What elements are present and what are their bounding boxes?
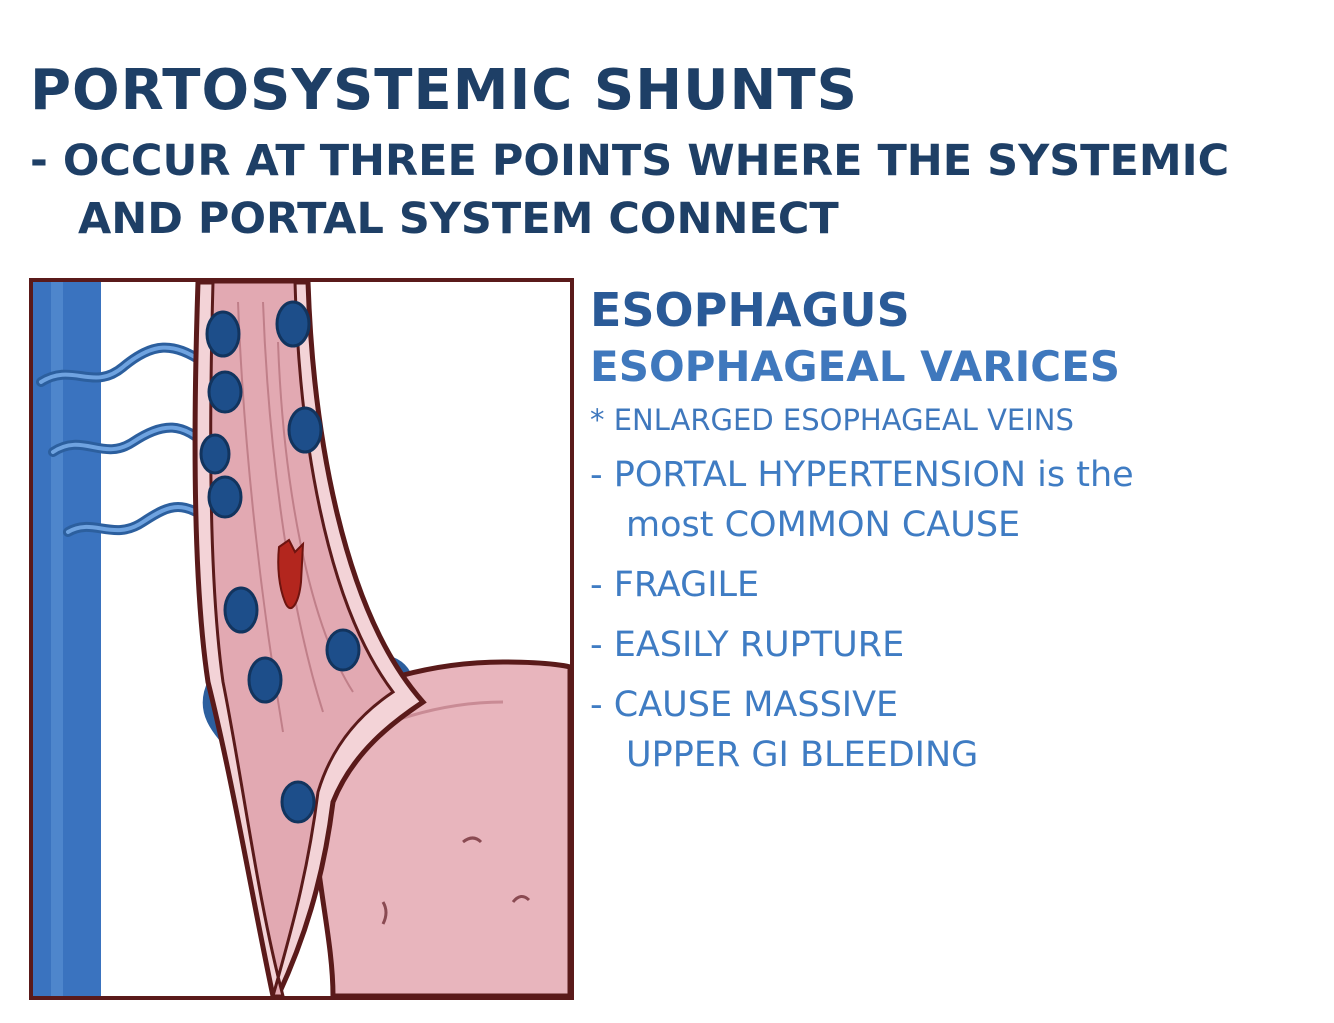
bullet-item: - EASILY RUPTURE bbox=[590, 620, 1134, 670]
varix bbox=[205, 310, 241, 358]
esophagus-illustration bbox=[29, 278, 574, 1000]
stomach-crease bbox=[511, 895, 531, 903]
page-title: PORTOSYSTEMIC SHUNTS bbox=[30, 58, 858, 123]
definition-note: * ENLARGED ESOPHAGEAL VEINS bbox=[590, 403, 1074, 437]
bullet-text: - CAUSE MASSIVE bbox=[590, 685, 899, 725]
notes-panel: ESOPHAGUS ESOPHAGEAL VARICES * ENLARGED … bbox=[590, 282, 1134, 780]
varix bbox=[207, 475, 243, 519]
subtitle-line-1: - OCCUR AT THREE POINTS WHERE THE SYSTEM… bbox=[30, 136, 1230, 186]
bleeding-rupture bbox=[277, 538, 305, 610]
bullet-text-continued: UPPER GI BLEEDING bbox=[626, 735, 979, 775]
varices bbox=[199, 300, 361, 824]
bullet-text-continued: most COMMON CAUSE bbox=[626, 505, 1021, 545]
collateral-highlight bbox=[51, 425, 210, 454]
systemic-vein bbox=[33, 282, 101, 996]
stomach-crease bbox=[462, 836, 483, 844]
collateral-highlights bbox=[39, 345, 215, 534]
collateral-highlight bbox=[39, 345, 205, 384]
varix bbox=[247, 656, 283, 704]
varix bbox=[287, 406, 323, 454]
notes-heading: ESOPHAGUS bbox=[590, 283, 910, 337]
varix bbox=[199, 433, 231, 475]
bullet-text: - FRAGILE bbox=[590, 565, 760, 605]
mucosal-fold bbox=[262, 301, 324, 713]
bullet-item: - FRAGILE bbox=[590, 560, 1134, 610]
varix bbox=[280, 780, 316, 824]
varix bbox=[275, 300, 311, 348]
notes-subheading: ESOPHAGEAL VARICES bbox=[590, 342, 1121, 391]
subtitle: - OCCUR AT THREE POINTS WHERE THE SYSTEM… bbox=[30, 132, 1229, 248]
bullet-text: - EASILY RUPTURE bbox=[590, 625, 905, 665]
bullet-item: - CAUSE MASSIVE UPPER GI BLEEDING bbox=[590, 680, 1134, 780]
collateral-highlight bbox=[66, 505, 215, 534]
esophagus-lumen bbox=[209, 282, 396, 996]
subtitle-line-2: AND PORTAL SYSTEM CONNECT bbox=[78, 194, 839, 244]
vein-highlight bbox=[51, 282, 63, 996]
stomach-crease bbox=[381, 901, 388, 925]
esophagus-drawing bbox=[33, 282, 570, 996]
bullet-text: - PORTAL HYPERTENSION is the bbox=[590, 455, 1134, 495]
varix bbox=[325, 628, 361, 672]
bullet-item: - PORTAL HYPERTENSION is the most COMMON… bbox=[590, 450, 1134, 550]
varix bbox=[223, 586, 259, 634]
varix bbox=[207, 370, 243, 414]
